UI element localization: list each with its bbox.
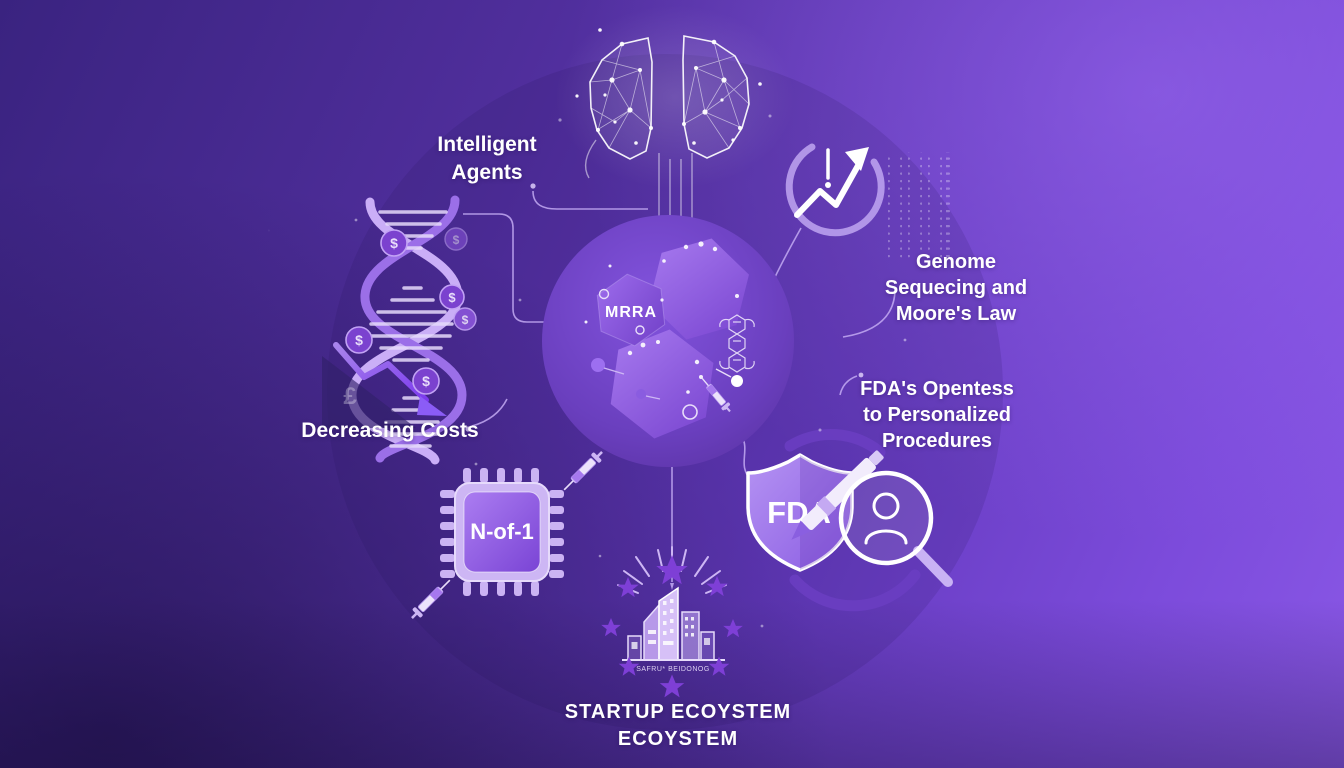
connector-line bbox=[463, 213, 557, 323]
dna-helix-icon bbox=[347, 195, 467, 465]
chip-pins bbox=[440, 468, 564, 596]
label-decreasing-costs: Decreasing Costs bbox=[301, 418, 478, 444]
label-line: Decreasing Costs bbox=[301, 419, 479, 442]
circular-arrow-icon bbox=[784, 429, 921, 612]
connector-arrow bbox=[670, 583, 674, 590]
pound-symbol: £ bbox=[343, 383, 357, 410]
city-skyline-icon: SAFRU* BEIDONOG bbox=[601, 546, 743, 698]
connector-dot bbox=[465, 426, 471, 432]
svg-text:$: $ bbox=[422, 373, 430, 389]
label-line: STARTUP ECOYSTEM bbox=[564, 701, 792, 723]
connector-dot bbox=[858, 372, 864, 378]
svg-text:$: $ bbox=[390, 235, 398, 251]
molecule-icon bbox=[719, 314, 755, 373]
dollar-coin-icon: $ bbox=[453, 307, 477, 331]
label-genome-sequencing: Genome Sequecing and Moore's Law bbox=[885, 249, 1027, 327]
label-line: Intelligent bbox=[437, 133, 537, 156]
dollar-coin-icon: $ bbox=[439, 284, 465, 310]
label-line: Sequecing and bbox=[884, 277, 1028, 299]
label-line: Moore's Law bbox=[895, 303, 1017, 325]
label-line: ECOYSTEM bbox=[617, 728, 739, 750]
connector-dot bbox=[530, 183, 536, 189]
dollar-coins: $ $ $ $ $ $ bbox=[345, 227, 477, 395]
fda-approval-group: FDA bbox=[746, 429, 953, 612]
ambient-dots bbox=[354, 114, 907, 628]
growth-chart-icon bbox=[785, 143, 885, 237]
central-hub: MRRA bbox=[542, 215, 794, 467]
hub-tag-label: MRRA bbox=[605, 304, 657, 321]
magnifier-person-icon bbox=[838, 470, 953, 587]
hexagon-icon bbox=[649, 238, 749, 340]
label-line: Procedures bbox=[881, 430, 993, 452]
city-windows bbox=[648, 599, 694, 645]
svg-text:$: $ bbox=[355, 332, 363, 348]
dollar-coin-icon: $ bbox=[444, 227, 468, 251]
connector-line bbox=[532, 190, 648, 210]
microchip-icon: N-of-1 bbox=[406, 446, 608, 624]
dollar-coin-icon: $ bbox=[380, 229, 408, 257]
label-line: to Personalized bbox=[863, 404, 1011, 426]
dollar-coin-icon: $ bbox=[345, 326, 373, 354]
city-caption: SAFRU* BEIDONOG bbox=[636, 666, 710, 673]
genome-sequence-grid bbox=[888, 152, 960, 262]
svg-text:$: $ bbox=[462, 313, 469, 327]
svg-text:$: $ bbox=[453, 233, 460, 247]
brain-stem-lines bbox=[584, 139, 693, 231]
pen-icon bbox=[791, 450, 884, 540]
label-intelligent-agents: Intelligent Agents bbox=[437, 131, 536, 187]
connector-line bbox=[842, 288, 896, 338]
brain-network-icon bbox=[555, 5, 795, 231]
chip-label: N-of-1 bbox=[470, 519, 534, 544]
label-fda-openness: FDA's Opentess to Personalized Procedure… bbox=[860, 376, 1014, 454]
label-startup-ecosystem: STARTUP ECOYSTEM ECOYSTEM bbox=[565, 699, 791, 753]
svg-text:$: $ bbox=[448, 290, 456, 305]
label-line: Agents bbox=[451, 161, 523, 184]
hexagon-icon bbox=[610, 329, 714, 439]
label-line: FDA's Opentess bbox=[860, 378, 1014, 400]
connector-line bbox=[471, 398, 508, 427]
connector-line bbox=[839, 375, 858, 396]
hexagon-icon bbox=[596, 273, 666, 347]
declining-arrow-icon: £ bbox=[322, 342, 447, 428]
label-line: Genome bbox=[915, 251, 997, 273]
hub-molecules bbox=[591, 288, 743, 420]
dollar-coin-icon: $ bbox=[412, 367, 440, 395]
